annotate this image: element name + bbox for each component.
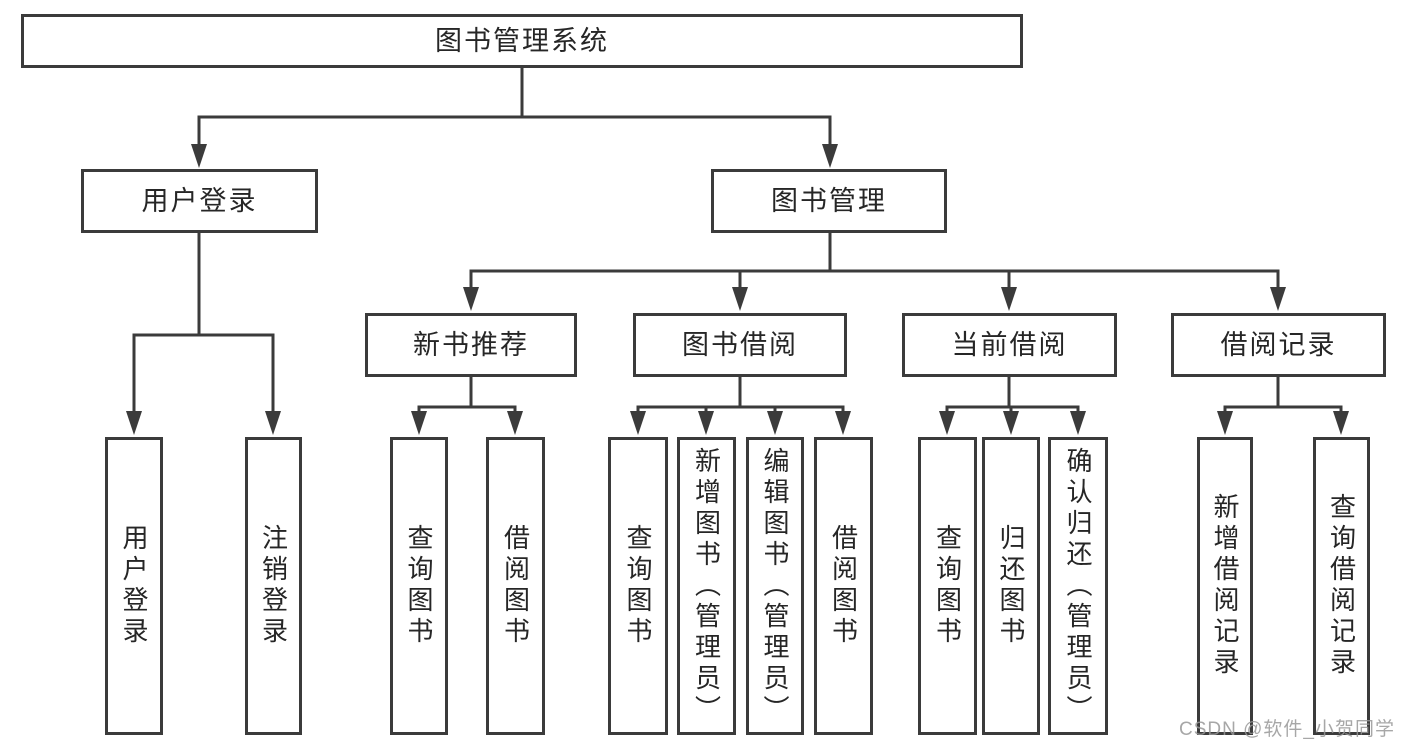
leaf-query-books-recommend-label: 查询图书: [404, 524, 434, 648]
connector-book-borrowing-rail: [636, 405, 845, 418]
connector-borrowing-records-rail: [1223, 405, 1343, 418]
arrow-down-icon: [1003, 411, 1019, 435]
arrow-down-icon: [767, 411, 783, 435]
csdn-watermark: CSDN @软件_小贺同学: [1179, 719, 1395, 740]
leaf-query-borrow-record-label: 查询借阅记录: [1326, 493, 1357, 679]
arrow-down-icon: [835, 411, 851, 435]
leaf-borrow-books-recommend-label: 借阅图书: [500, 524, 531, 648]
arrow-down-icon: [822, 144, 838, 168]
arrow-down-icon: [507, 411, 523, 435]
arrow-down-icon: [698, 411, 714, 435]
node-borrowing-records: 借阅记录: [1171, 313, 1386, 377]
leaf-user-login-label: 用户登录: [119, 524, 149, 648]
leaf-add-books-admin: 新增图书（管理员）: [677, 437, 736, 735]
leaf-user-login: 用户登录: [105, 437, 163, 735]
node-current-borrowing-label: 当前借阅: [951, 329, 1068, 360]
node-user-login-label: 用户登录: [141, 185, 258, 216]
arrow-down-icon: [411, 411, 427, 435]
arrow-down-icon: [265, 411, 281, 435]
node-new-book-recommend: 新书推荐: [365, 313, 577, 377]
node-user-login: 用户登录: [81, 169, 318, 233]
arrow-down-icon: [1070, 411, 1086, 435]
leaf-logout: 注销登录: [245, 437, 302, 735]
leaf-edit-books-admin-label: 编辑图书（管理员）: [760, 446, 790, 726]
node-book-management-label: 图书管理: [771, 185, 887, 216]
arrow-down-icon: [732, 287, 748, 311]
arrow-down-icon: [630, 411, 646, 435]
leaf-return-books: 归还图书: [982, 437, 1040, 735]
node-new-book-recommend-label: 新书推荐: [413, 329, 529, 360]
leaf-add-borrow-record: 新增借阅记录: [1197, 437, 1253, 735]
leaf-borrow-books-recommend: 借阅图书: [486, 437, 545, 735]
leaf-query-books-current: 查询图书: [918, 437, 977, 735]
leaf-query-books-current-label: 查询图书: [932, 524, 963, 648]
arrow-down-icon: [1270, 287, 1286, 311]
leaf-query-books-recommend: 查询图书: [390, 437, 448, 735]
node-book-management: 图书管理: [711, 169, 947, 233]
arrow-down-icon: [126, 411, 142, 435]
leaf-confirm-return-admin-label: 确认归还（管理员）: [1063, 446, 1093, 726]
node-book-borrowing: 图书借阅: [633, 313, 847, 377]
arrow-down-icon: [1217, 411, 1233, 435]
leaf-query-books-borrowing: 查询图书: [608, 437, 668, 735]
leaf-edit-books-admin: 编辑图书（管理员）: [746, 437, 804, 735]
node-root-label: 图书管理系统: [435, 25, 609, 56]
leaf-borrow-books-borrowing: 借阅图书: [814, 437, 873, 735]
node-borrowing-records-label: 借阅记录: [1220, 329, 1337, 360]
arrow-down-icon: [1333, 411, 1349, 435]
arrow-down-icon: [939, 411, 955, 435]
leaf-confirm-return-admin: 确认归还（管理员）: [1048, 437, 1108, 735]
connector-current-borrowing-rail: [945, 405, 1080, 418]
connector-level3-rail: [469, 269, 1280, 294]
leaf-query-books-borrowing-label: 查询图书: [623, 524, 653, 648]
leaf-return-books-label: 归还图书: [996, 524, 1026, 648]
connector-level2-rail: [197, 115, 832, 150]
arrow-down-icon: [1001, 287, 1017, 311]
leaf-query-borrow-record: 查询借阅记录: [1313, 437, 1370, 735]
connector-level3-inner-legs: [738, 271, 1011, 294]
connector-new-book-rail: [417, 405, 517, 418]
arrow-down-icon: [463, 287, 479, 311]
leaf-borrow-books-borrowing-label: 借阅图书: [828, 524, 859, 648]
leaf-add-books-admin-label: 新增图书（管理员）: [691, 446, 722, 726]
leaf-add-borrow-record-label: 新增借阅记录: [1210, 493, 1240, 679]
node-book-borrowing-label: 图书借阅: [682, 329, 798, 360]
node-root: 图书管理系统: [21, 14, 1023, 68]
node-current-borrowing: 当前借阅: [902, 313, 1117, 377]
arrow-down-icon: [191, 144, 207, 168]
leaf-logout-label: 注销登录: [258, 524, 289, 648]
connector-user-login-rail: [132, 333, 275, 416]
